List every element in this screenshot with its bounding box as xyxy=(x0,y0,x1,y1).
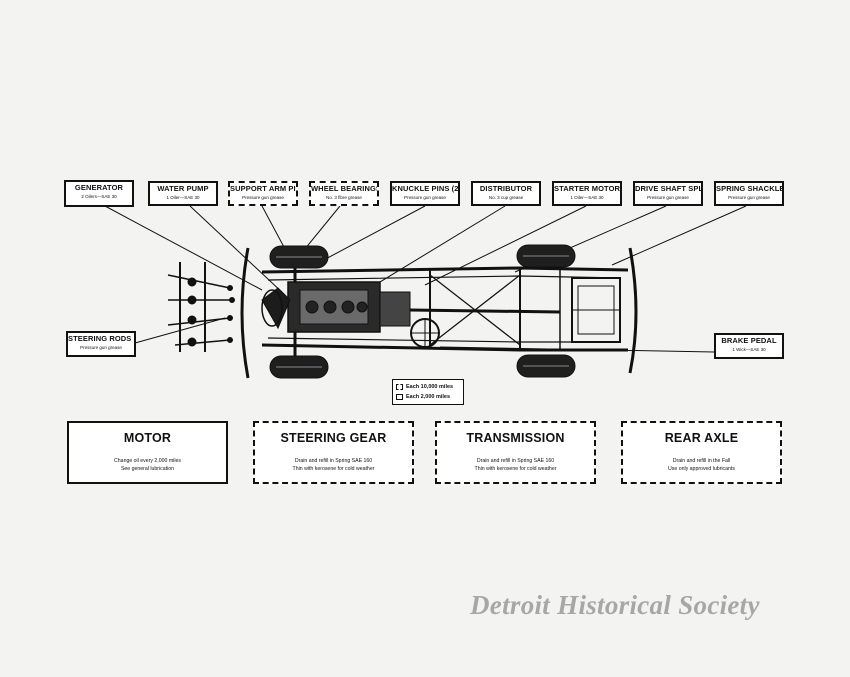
steering-gear-title: STEERING GEAR xyxy=(280,431,387,445)
front-tire-bottom xyxy=(269,355,329,379)
rear-tire-top xyxy=(516,244,576,268)
drive-shaft-spline-title: DRIVE SHAFT SPLINE xyxy=(635,184,703,193)
dashed-swatch-icon xyxy=(396,384,403,390)
motor-line2: See general lubrication xyxy=(120,466,175,472)
support-arm-pins-title: SUPPORT ARM PINS (2) xyxy=(230,184,296,193)
wheel-bearings-title: WHEEL BEARINGS (4) xyxy=(311,184,379,193)
transmission-line1: Drain and refill in Spring SAE 160 xyxy=(476,458,555,464)
rear-axle-panel: REAR AXLE Drain and refill in the Fall U… xyxy=(621,421,782,484)
brake-pedal-label: BRAKE PEDAL 1 Wick—SAE 30 xyxy=(714,333,784,359)
motor-panel: MOTOR Change oil every 2,000 miles See g… xyxy=(67,421,228,484)
wheel-bearings-label: WHEEL BEARINGS (4) No. 3 fibre grease xyxy=(309,181,379,206)
knuckle-pins-label: KNUCKLE PINS (2) Pressure gun grease xyxy=(390,181,460,206)
chassis-frame xyxy=(240,247,638,379)
knuckle-pins-title: KNUCKLE PINS (2) xyxy=(392,184,460,193)
engine-block xyxy=(261,281,440,348)
legend-solid-text: Each 2,000 miles xyxy=(406,394,451,400)
generator-label: GENERATOR 2 Oilers—SAE 30 xyxy=(64,180,134,207)
steering-gear-line1: Drain and refill in Spring SAE 160 xyxy=(294,458,373,464)
drive-shaft-spline-label: DRIVE SHAFT SPLINE Pressure gun grease xyxy=(633,181,703,206)
distributor-label: DISTRIBUTOR No. 3 cup grease xyxy=(471,181,541,206)
steering-gear-line2: Thin with kerosene for cold weather xyxy=(292,466,375,472)
legend-row-solid: Each 2,000 miles xyxy=(396,392,460,402)
water-pump-title: WATER PUMP xyxy=(157,184,209,193)
support-arm-pins-label: SUPPORT ARM PINS (2) Pressure gun grease xyxy=(228,181,298,206)
rear-axle-title: REAR AXLE xyxy=(664,431,739,445)
transmission-title: TRANSMISSION xyxy=(466,431,565,445)
knuckle-pins-sub: Pressure gun grease xyxy=(404,195,446,200)
distributor-sub: No. 3 cup grease xyxy=(488,195,524,200)
transmission-line2: Thin with kerosene for cold weather xyxy=(474,466,557,472)
rear-axle-line2: Use only approved lubricants xyxy=(668,466,735,472)
steering-rods-label: STEERING RODS (6) Pressure gun grease xyxy=(66,331,136,357)
spring-shackles-label: SPRING SHACKLES (2) Pressure gun grease xyxy=(714,181,784,206)
generator-sub: 2 Oilers—SAE 30 xyxy=(81,194,117,199)
starter-motor-label: STARTER MOTOR 1 Oiler—SAE 30 xyxy=(552,181,622,206)
starter-motor-title: STARTER MOTOR xyxy=(554,184,621,193)
solid-swatch-icon xyxy=(396,394,403,400)
motor-line1: Change oil every 2,000 miles xyxy=(114,458,181,464)
brake-pedal-sub: 1 Wick—SAE 30 xyxy=(732,347,766,352)
starter-motor-sub: 1 Oiler—SAE 30 xyxy=(570,195,604,200)
service-interval-legend: Each 10,000 miles Each 2,000 miles xyxy=(392,379,464,405)
steering-rods-sub: Pressure gun grease xyxy=(80,345,122,350)
spring-shackles-sub: Pressure gun grease xyxy=(728,195,770,200)
steering-gear-panel: STEERING GEAR Drain and refill in Spring… xyxy=(253,421,414,484)
support-arm-pins-sub: Pressure gun grease xyxy=(242,195,284,200)
spring-shackles-title: SPRING SHACKLES (2) xyxy=(716,184,784,193)
wheel-bearings-sub: No. 3 fibre grease xyxy=(326,195,362,200)
drive-shaft-spline-sub: Pressure gun grease xyxy=(647,195,689,200)
leader-lines xyxy=(104,205,747,353)
motor-title: MOTOR xyxy=(123,431,172,445)
watermark-text: Detroit Historical Society xyxy=(470,590,760,620)
generator-title: GENERATOR xyxy=(74,183,124,192)
steering-rods-title: STEERING RODS (6) xyxy=(68,334,136,343)
distributor-title: DISTRIBUTOR xyxy=(479,184,533,193)
front-tire-top xyxy=(269,245,329,269)
legend-dashed-text: Each 10,000 miles xyxy=(406,384,454,390)
water-pump-label: WATER PUMP 1 Oiler—SAE 30 xyxy=(148,181,218,206)
transmission-panel: TRANSMISSION Drain and refill in Spring … xyxy=(435,421,596,484)
legend-row-dashed: Each 10,000 miles xyxy=(396,382,460,392)
water-pump-sub: 1 Oiler—SAE 30 xyxy=(166,195,200,200)
brake-pedal-title: BRAKE PEDAL xyxy=(721,336,777,345)
rear-tire-bottom xyxy=(516,354,576,378)
steering-linkage-detail xyxy=(167,262,235,352)
rear-axle-line1: Drain and refill in the Fall xyxy=(672,458,731,464)
